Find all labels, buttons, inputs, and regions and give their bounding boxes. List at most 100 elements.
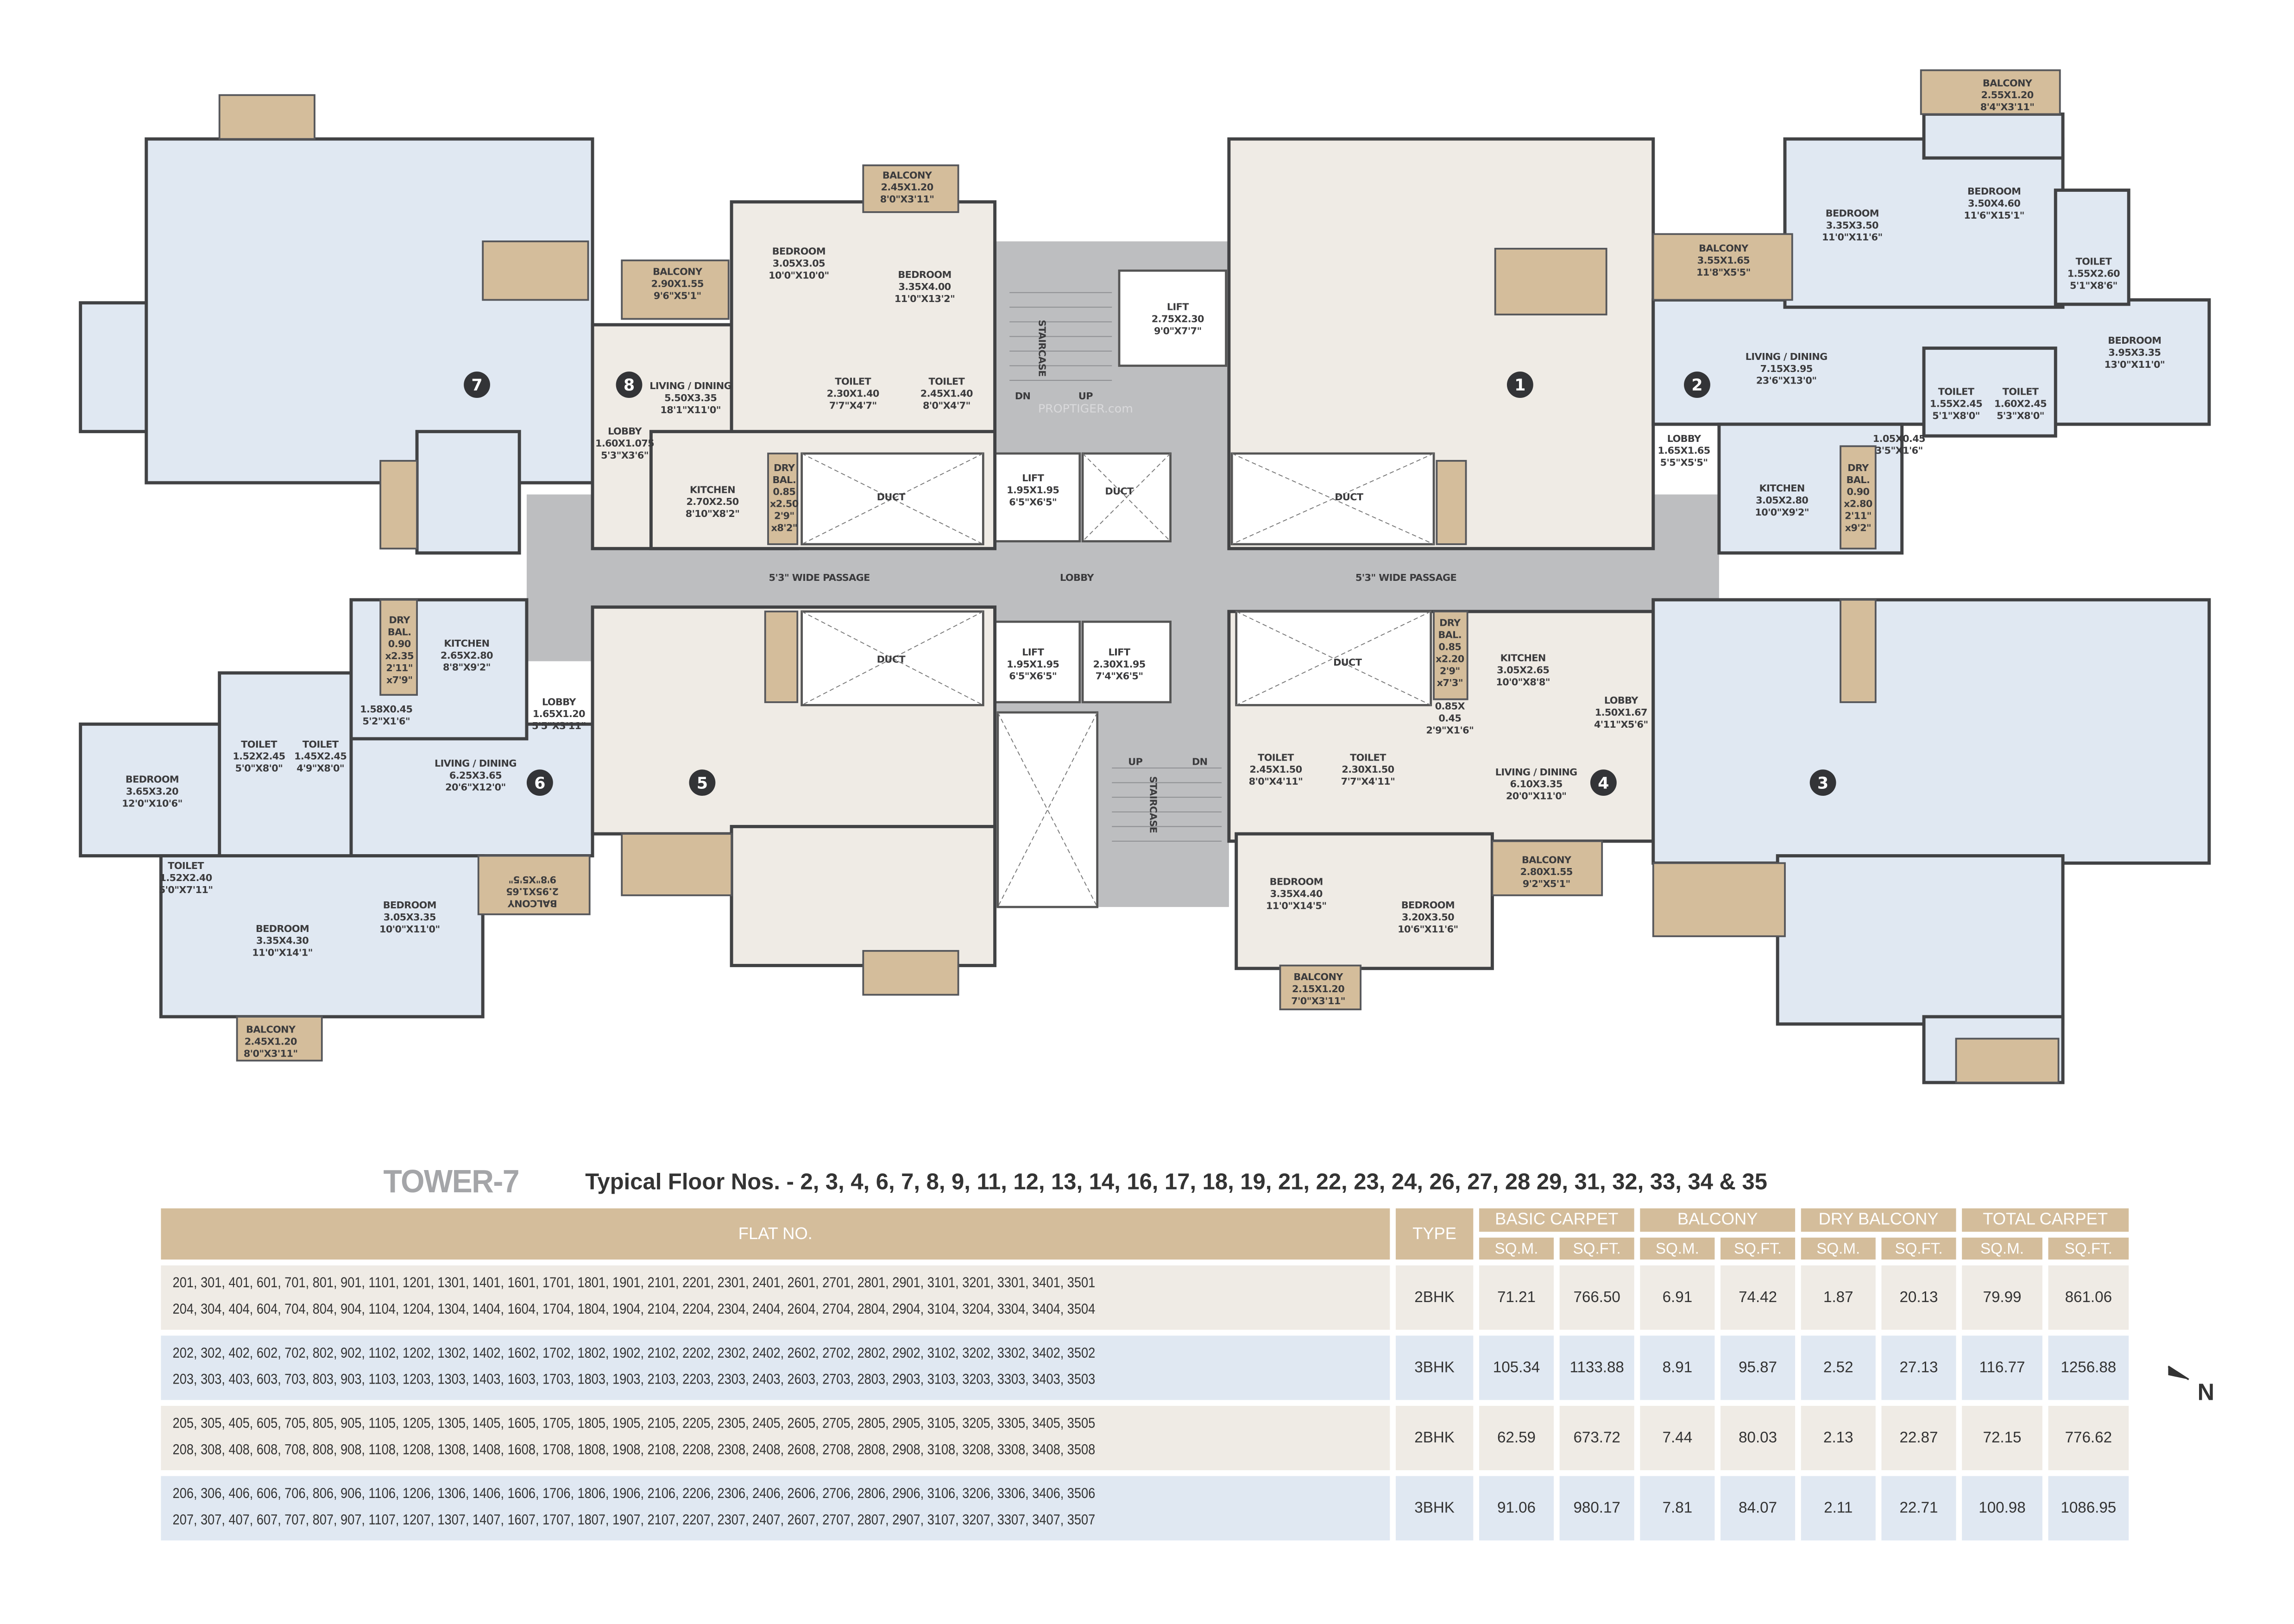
- room-name: BEDROOM: [1401, 900, 1455, 911]
- room-dimension: 2.90X1.55: [651, 278, 704, 290]
- room-name: TOILET: [303, 739, 339, 750]
- flat-numbers: 205, 305, 405, 605, 705, 805, 905, 1105,…: [161, 1406, 1390, 1470]
- room-label: DUCT: [877, 491, 906, 503]
- room-dimension: 2.30X1.95: [1093, 659, 1145, 670]
- room-name: BEDROOM: [2108, 335, 2161, 346]
- unit-number-badge: 3: [1809, 769, 1836, 796]
- room-dimension: 3.05X2.65: [1497, 664, 1549, 675]
- room-dimension: 0.90: [388, 638, 411, 649]
- typical-floors: Typical Floor Nos. - 2, 3, 4, 6, 7, 8, 9…: [585, 1170, 1767, 1196]
- room-dimension: 8'0"X3'11": [880, 194, 934, 205]
- unit-number: 8: [624, 376, 635, 395]
- room-dimension: 8'0"X3'11": [244, 1048, 298, 1059]
- room-dimension: x7'9": [386, 674, 412, 686]
- room-dimension: 3.35X4.30: [256, 935, 309, 946]
- room-dimension: 6'5"X6'5": [1009, 497, 1057, 508]
- area-sqft: 95.87: [1720, 1335, 1796, 1400]
- room-name: DRY: [1439, 617, 1461, 629]
- room-dimension: 10'0"X10'0": [769, 270, 829, 281]
- badge-circle: [1809, 769, 1836, 796]
- room-dimension: 0.85: [773, 486, 795, 497]
- room-dimension: 2'11": [1845, 510, 1872, 522]
- room-dimension: 3.65X3.20: [126, 786, 178, 797]
- area-sqm: 8.91: [1640, 1335, 1715, 1400]
- room-dimension: 3.05X2.80: [1756, 495, 1808, 506]
- room-dimension: 3.05X3.35: [384, 912, 436, 923]
- unit-number: 4: [1598, 774, 1609, 793]
- room-name: STAIRCASE: [1147, 776, 1159, 833]
- header-type: TYPE: [1395, 1208, 1474, 1260]
- area-sqft: 1133.88: [1559, 1335, 1634, 1400]
- core-label: STAIRCASE: [1147, 776, 1159, 833]
- area-sqft: 1256.88: [2048, 1335, 2129, 1400]
- room-name: DRY: [774, 462, 795, 473]
- room-dimension: 0.90: [1847, 486, 1869, 497]
- area-sqm: 100.98: [1962, 1476, 2042, 1541]
- header-sqm: SQ.M.: [1640, 1237, 1715, 1260]
- room-name: DUCT: [1105, 485, 1134, 497]
- room-name: BALCONY: [246, 1024, 296, 1035]
- unit-number-badge: 1: [1506, 371, 1533, 398]
- room-name: BALCONY: [507, 898, 557, 909]
- room-dimension: 23'6"X13'0": [1756, 375, 1817, 386]
- room-name: BEDROOM: [383, 900, 436, 911]
- room-dimension: 3'5"X1'6": [1875, 445, 1923, 456]
- room-dimension: 12'0"X10'6": [122, 798, 183, 809]
- room-label: DUCT: [877, 654, 906, 665]
- room-name: TOILET: [1350, 752, 1386, 763]
- room-dimension: 0.45: [1438, 713, 1461, 724]
- room-dimension: 1.95X1.95: [1007, 485, 1059, 496]
- room-name: 5'3" WIDE PASSAGE: [1355, 572, 1456, 583]
- flat-numbers: 202, 302, 402, 602, 702, 802, 902, 1102,…: [161, 1335, 1390, 1400]
- core-label: 5'3" WIDE PASSAGE: [769, 572, 870, 583]
- room-name: DUCT: [877, 491, 906, 503]
- flat-numbers: 206, 306, 406, 606, 706, 806, 906, 1106,…: [161, 1476, 1390, 1541]
- unit-1: [1227, 137, 1655, 550]
- room-dimension: 2.45X1.20: [245, 1036, 297, 1047]
- room-name: LIVING / DINING: [1495, 767, 1577, 778]
- room-name: LIVING / DINING: [435, 758, 517, 769]
- unit-number-badge: 8: [616, 371, 643, 398]
- room-dimension: 3.50X4.60: [1968, 198, 2020, 209]
- header-sqm: SQ.M.: [1962, 1237, 2042, 1260]
- room-dimension: 5'0"X7'11": [159, 884, 213, 895]
- room-dimension: 11'0"X14'1": [252, 947, 313, 958]
- room-name: TOILET: [2076, 256, 2112, 267]
- room-name: 1.58X0.45: [360, 704, 412, 715]
- core-label: DUCT: [1105, 485, 1134, 497]
- room-dimension: 2'9"X1'6": [1426, 725, 1474, 736]
- room-dimension: 7'7"X4'7": [829, 400, 877, 411]
- room-dimension: 3.55X1.65: [1697, 255, 1750, 266]
- room-dimension: 1.60X1.075: [595, 438, 654, 449]
- header-sqft: SQ.FT.: [1559, 1237, 1634, 1260]
- room-dimension: 2.95X1.65: [506, 886, 559, 897]
- core-label: STAIRCASE: [1036, 320, 1047, 376]
- unit-number-badge: 4: [1590, 769, 1617, 796]
- room-dimension: 6'5"X6'5": [1009, 671, 1057, 682]
- flat-number-line: 201, 301, 401, 601, 701, 801, 901, 1101,…: [172, 1275, 1096, 1292]
- room-dimension: 2.45X1.50: [1249, 764, 1302, 775]
- room-dimension: 1.52X2.40: [160, 872, 212, 883]
- room-name: KITCHEN: [690, 484, 735, 495]
- area-sqft: 1086.95: [2048, 1476, 2129, 1541]
- flat-type: 3BHK: [1395, 1335, 1474, 1400]
- room-name: DN: [1015, 390, 1030, 402]
- room-name: BALCONY: [1522, 854, 1572, 865]
- badge-circle: [526, 769, 553, 796]
- watermark: PROPTIGER.com: [1038, 402, 1133, 415]
- room-name: LOBBY: [1667, 433, 1702, 444]
- room-name: TOILET: [835, 376, 871, 387]
- room-dimension: 1.52X2.45: [233, 751, 285, 762]
- area-sqft: 80.03: [1720, 1406, 1796, 1470]
